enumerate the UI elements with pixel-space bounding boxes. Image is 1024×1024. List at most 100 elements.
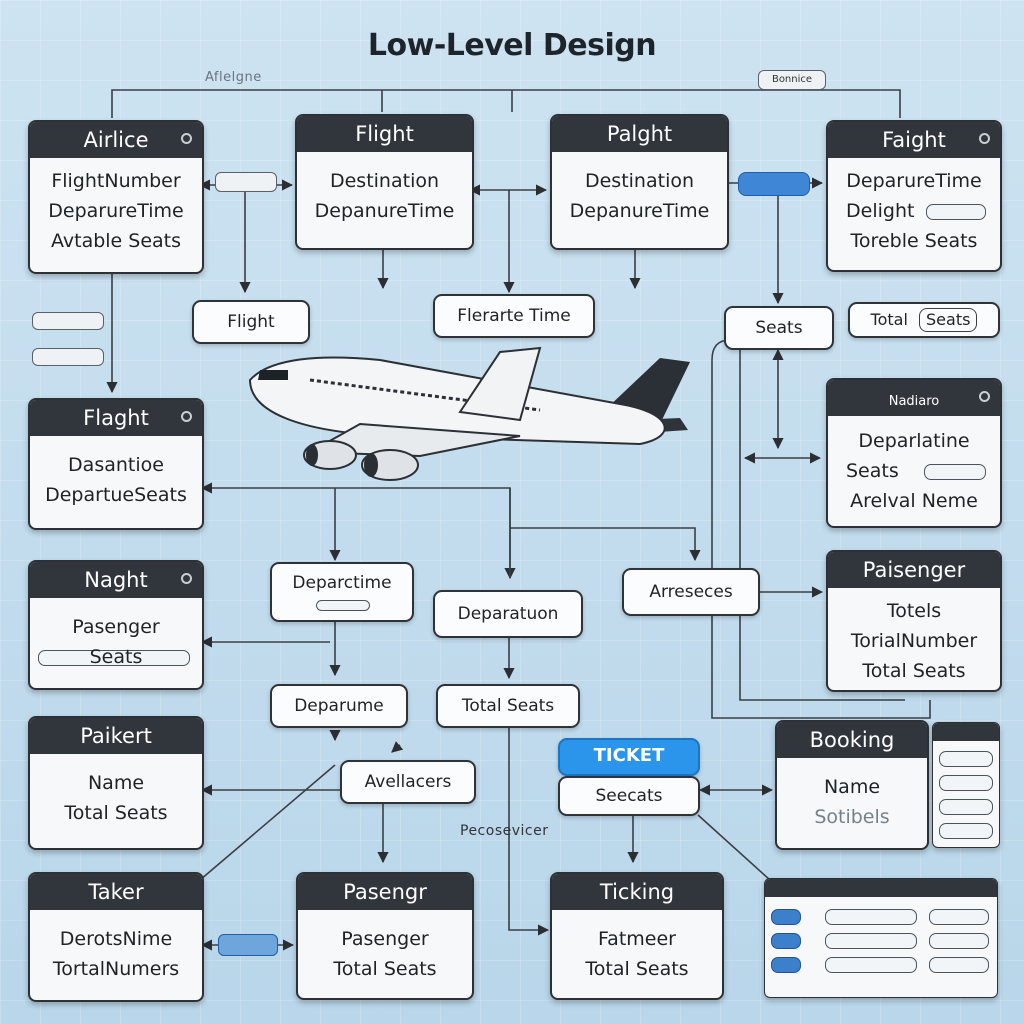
flaght-card-header: Flaght [30, 400, 202, 436]
paisenger-card[interactable]: Paisenger Totels TorialNumber Total Seat… [826, 550, 1002, 692]
seats-pill[interactable]: Seats [724, 306, 834, 350]
card-field: Total Seats [333, 958, 437, 980]
airline-card-header: Airlice [30, 122, 202, 158]
card-field-inline: Seats [30, 642, 202, 672]
ticking-card[interactable]: Ticking Fatmeer Total Seats [550, 872, 724, 1000]
value-box [924, 464, 986, 480]
taker-card[interactable]: Taker DerotsNime TortalNumers [28, 872, 204, 1002]
list-item[interactable] [939, 823, 993, 839]
card-field: Toreble Seats [850, 230, 978, 252]
list-item[interactable] [939, 775, 993, 791]
flight-pill[interactable]: Flight [192, 300, 310, 344]
circle-icon [181, 133, 192, 144]
circle-icon [979, 391, 990, 402]
departation-pill[interactable]: Deparatuon [433, 590, 583, 638]
table-widget[interactable] [764, 878, 998, 998]
paikert-card[interactable]: Paikert Name Total Seats [28, 716, 204, 850]
flight-card[interactable]: Flight Destination DepanureTime [295, 114, 474, 250]
table-cell[interactable] [825, 933, 917, 949]
side-list-header [933, 723, 999, 741]
card-field: FlightNumber [51, 170, 181, 192]
table-row-marker [771, 957, 801, 973]
card-field: DerotsNime [59, 928, 173, 950]
list-item[interactable] [939, 799, 993, 815]
list-item[interactable] [939, 751, 993, 767]
value-box [38, 650, 190, 666]
table-row-marker [771, 933, 801, 949]
side-tag [32, 348, 104, 366]
card-field: Total Seats [862, 660, 966, 682]
table-widget-header [765, 879, 997, 897]
nadiaro-card-header: Nadiaro [828, 380, 1000, 416]
card-field-inline: Delight [828, 196, 1000, 226]
palght-card[interactable]: Palght Destination DepanureTime [550, 114, 729, 250]
booking-card-header: Booking [777, 722, 927, 758]
pasengr-card[interactable]: Pasengr Pasenger Total Seats [296, 872, 474, 1000]
total-seats-pill[interactable]: Total Seats [848, 302, 1000, 338]
card-field: DepanureTime [569, 200, 710, 222]
page-title: Low-Level Design [367, 28, 657, 63]
avelleacers-pill[interactable]: Avellacers [340, 760, 476, 804]
pasengr-card-header: Pasengr [298, 874, 472, 910]
table-cell[interactable] [825, 909, 917, 925]
circle-icon [181, 573, 192, 584]
departume-pill[interactable]: Deparume [270, 684, 408, 728]
card-field: Pasenger [341, 928, 429, 950]
arreseces-pill[interactable]: Arreseces [622, 568, 760, 616]
table-cell[interactable] [929, 933, 989, 949]
top-right-tag: Bonnice [758, 70, 826, 90]
card-field: Name [87, 772, 145, 794]
card-field: Totels [886, 600, 942, 622]
connector-tag-blue [218, 934, 278, 956]
card-field: Fatmeer [598, 928, 676, 950]
departure-time-pill[interactable]: Flerarte Time [433, 294, 595, 338]
card-field: TortalNumers [52, 958, 180, 980]
card-field: Pasenger [72, 616, 160, 638]
booking-side-list[interactable] [932, 722, 1000, 848]
flaght-card[interactable]: Flaght Dasantioe DepartueSeats [28, 398, 204, 530]
card-field: Total Seats [585, 958, 689, 980]
card-field-inline: Seats [828, 456, 1000, 486]
ticket-value[interactable]: Seecats [558, 776, 700, 816]
card-field: Total Seats [64, 802, 168, 824]
card-field: Sotibels [814, 806, 890, 828]
nadiaro-card[interactable]: Nadiaro Deparlatine Seats Arelval Neme [826, 378, 1002, 528]
paisenger-card-header: Paisenger [828, 552, 1000, 588]
departime-pill[interactable]: Deparctime [270, 562, 414, 622]
value-box [316, 600, 370, 611]
card-field: DeparureTime [48, 200, 184, 222]
total-seats-pill-b: Seats [919, 308, 978, 332]
naght-card-header: Naght [30, 562, 202, 598]
taker-card-header: Taker [30, 874, 202, 910]
faight-card[interactable]: Faight DeparureTime Delight Toreble Seat… [826, 120, 1002, 272]
ticket-header[interactable]: TICKET [558, 738, 700, 776]
total-seats-pill-center[interactable]: Total Seats [436, 684, 580, 728]
top-left-label: Aflelgne [205, 70, 262, 85]
table-cell[interactable] [929, 909, 989, 925]
card-field: Dasantioe [68, 454, 164, 476]
table-row-marker [771, 909, 801, 925]
card-field: DepartueSeats [45, 484, 187, 506]
card-field: DepanureTime [314, 200, 455, 222]
circle-icon [181, 411, 192, 422]
card-field: Name [823, 776, 881, 798]
card-field: Destination [329, 170, 440, 192]
airline-card[interactable]: Airlice FlightNumber DeparureTime Avtabl… [28, 120, 204, 274]
table-cell[interactable] [929, 957, 989, 973]
card-field: Deparlatine [858, 430, 970, 452]
value-box [926, 204, 986, 220]
connector-tag [215, 172, 277, 192]
faight-card-header: Faight [828, 122, 1000, 158]
passenger-note: Pecosevicer [460, 823, 549, 839]
ticking-card-header: Ticking [552, 874, 722, 910]
table-cell[interactable] [825, 957, 917, 973]
total-seats-pill-a: Total [870, 310, 908, 329]
card-field: Arelval Neme [850, 490, 978, 512]
side-tag [32, 312, 104, 330]
card-field: Destination [584, 170, 695, 192]
booking-card[interactable]: Booking Name Sotibels [775, 720, 929, 850]
airplane-illustration [248, 346, 690, 481]
circle-icon [979, 133, 990, 144]
naght-card[interactable]: Naght Pasenger Seats [28, 560, 204, 690]
card-field: Avtable Seats [50, 230, 182, 252]
